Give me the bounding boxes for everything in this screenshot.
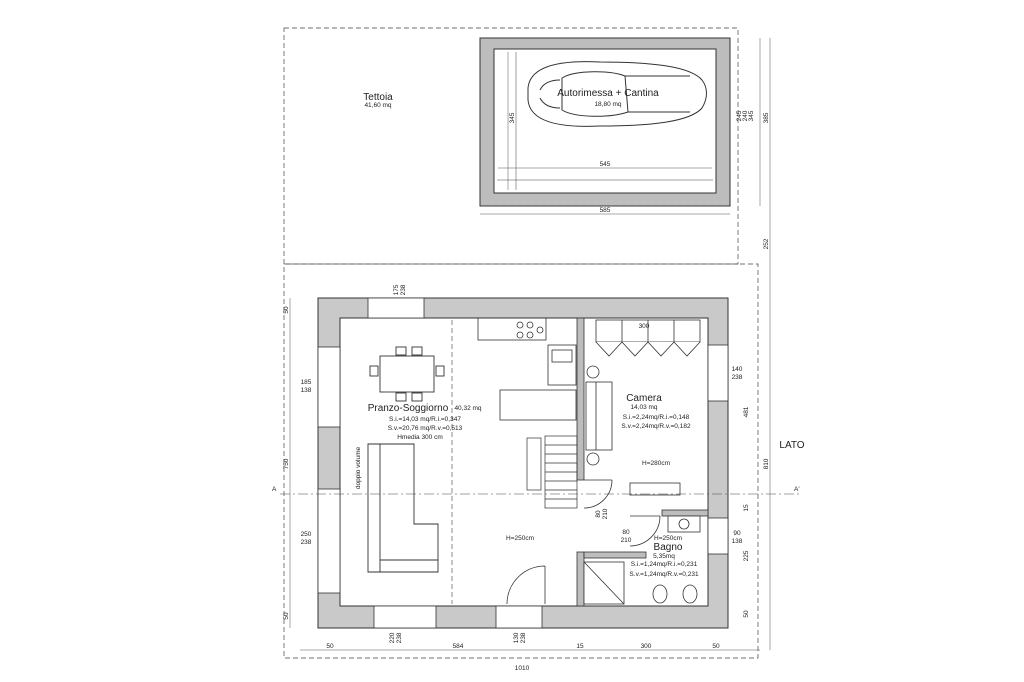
dimension-lines [289, 38, 771, 651]
tettoia-name: Tettoia [363, 92, 393, 103]
dim-left-750: 750 [283, 458, 290, 469]
pranzo-sv: S.v.=20,76 mq/R.v.=0,513 [388, 425, 463, 432]
wardrobe [595, 319, 701, 357]
dim-total: 1010 [515, 665, 530, 672]
doors [506, 479, 661, 605]
dim-bottom-4: 300 [641, 643, 652, 650]
bagno-h: H=250cm [654, 535, 682, 542]
dresser [629, 482, 681, 496]
dim-garage-win-1: 245 [736, 110, 743, 121]
dim-garage-win-2: 240 [742, 110, 749, 121]
dining-table [369, 346, 445, 402]
dim-win-bot1-a: 220 [389, 632, 396, 643]
dim-win-right2-b: 138 [732, 538, 743, 545]
pranzo-si: S.i.=14,03 mq/R.i.=0,347 [389, 416, 461, 423]
bagno-area: 5,35mq [653, 553, 675, 560]
stairs [526, 435, 578, 509]
dim-kitchen: 300 [639, 323, 650, 330]
dim-win-right2-a: 90 [733, 530, 741, 537]
dim-right-810: 810 [763, 458, 770, 469]
dim-win-bot2-a: 130 [513, 632, 520, 643]
camera-si: S.i.=2,24mq/R.i.=0,148 [623, 414, 690, 421]
dim-win-left2-b: 238 [301, 539, 312, 546]
camera-sv: S.v.=2,24mq/R.v.=0,182 [621, 423, 691, 430]
dim-garage-h: 345 [509, 112, 516, 123]
garage [479, 37, 731, 207]
bagno-sv: S.v.=1,24mq/R.v.=0,231 [629, 571, 699, 578]
dim-win-left1-a: 185 [301, 379, 312, 386]
dim-door1-a: 80 [595, 510, 602, 518]
bagno-si: S.i.=1,24mq/R.i.=0,231 [631, 561, 698, 568]
garage-name: Autorimessa + Cantina [557, 88, 659, 99]
camera-area: 14,03 mq [630, 404, 657, 411]
bagno-name: Bagno [654, 542, 683, 553]
camera-h: H=280cm [642, 460, 670, 467]
pranzo-hmedia: Hmedia 300 cm [397, 434, 443, 441]
interior-walls [576, 317, 709, 607]
dim-right-225: 225 [743, 550, 750, 561]
dim-left-50b: 50 [283, 612, 290, 620]
bath-fixtures [583, 515, 701, 605]
kitchen [477, 317, 577, 421]
car-icon [527, 61, 707, 127]
dim-bottom-5: 50 [712, 643, 720, 650]
dim-bottom-2: 584 [453, 643, 464, 650]
dim-win-left2-a: 250 [301, 531, 312, 538]
dim-bottom-3: 15 [576, 643, 584, 650]
dim-garage-win-3: 345 [748, 110, 755, 121]
dim-win-left1-b: 138 [301, 387, 312, 394]
bed [585, 365, 613, 466]
dim-right-50: 50 [743, 610, 750, 618]
dim-garage-outer-w: 585 [600, 207, 611, 214]
dim-garage-w: 545 [600, 161, 611, 168]
dim-door2-b: 210 [621, 537, 632, 544]
sofa [367, 443, 439, 573]
pranzo-area: 40,32 mq [454, 405, 481, 412]
dim-bottom-1: 50 [326, 643, 334, 650]
dim-win-right1-a: 140 [732, 366, 743, 373]
windows [317, 297, 729, 629]
side-label: LATO [779, 440, 804, 451]
dim-left-50a: 50 [283, 306, 290, 314]
garage-area: 18,80 mq [594, 101, 621, 108]
dim-right-481: 481 [743, 406, 750, 417]
dim-garage-outer-h: 385 [763, 112, 770, 123]
dim-win-bot2-b: 238 [520, 632, 527, 643]
dim-door2-a: 80 [622, 529, 630, 536]
lower-outline [283, 263, 759, 659]
dim-win-top-b: 238 [400, 284, 407, 295]
dim-win-right1-b: 238 [732, 374, 743, 381]
tettoia-area: 41,60 mq [364, 102, 391, 109]
dim-win-top-a: 175 [393, 284, 400, 295]
dim-win-bot1-b: 238 [396, 632, 403, 643]
pranzo-name: Pranzo-Soggiorno [368, 403, 449, 414]
section-left: A [272, 486, 277, 493]
pranzo-doppio: doppio volume [355, 446, 362, 489]
dim-door1-b: 210 [602, 508, 609, 519]
section-right: A' [794, 486, 800, 493]
dim-right-15: 15 [743, 504, 750, 512]
camera-name: Camera [626, 393, 662, 404]
dim-gap-252: 252 [763, 238, 770, 249]
hall-h: H=250cm [506, 535, 534, 542]
